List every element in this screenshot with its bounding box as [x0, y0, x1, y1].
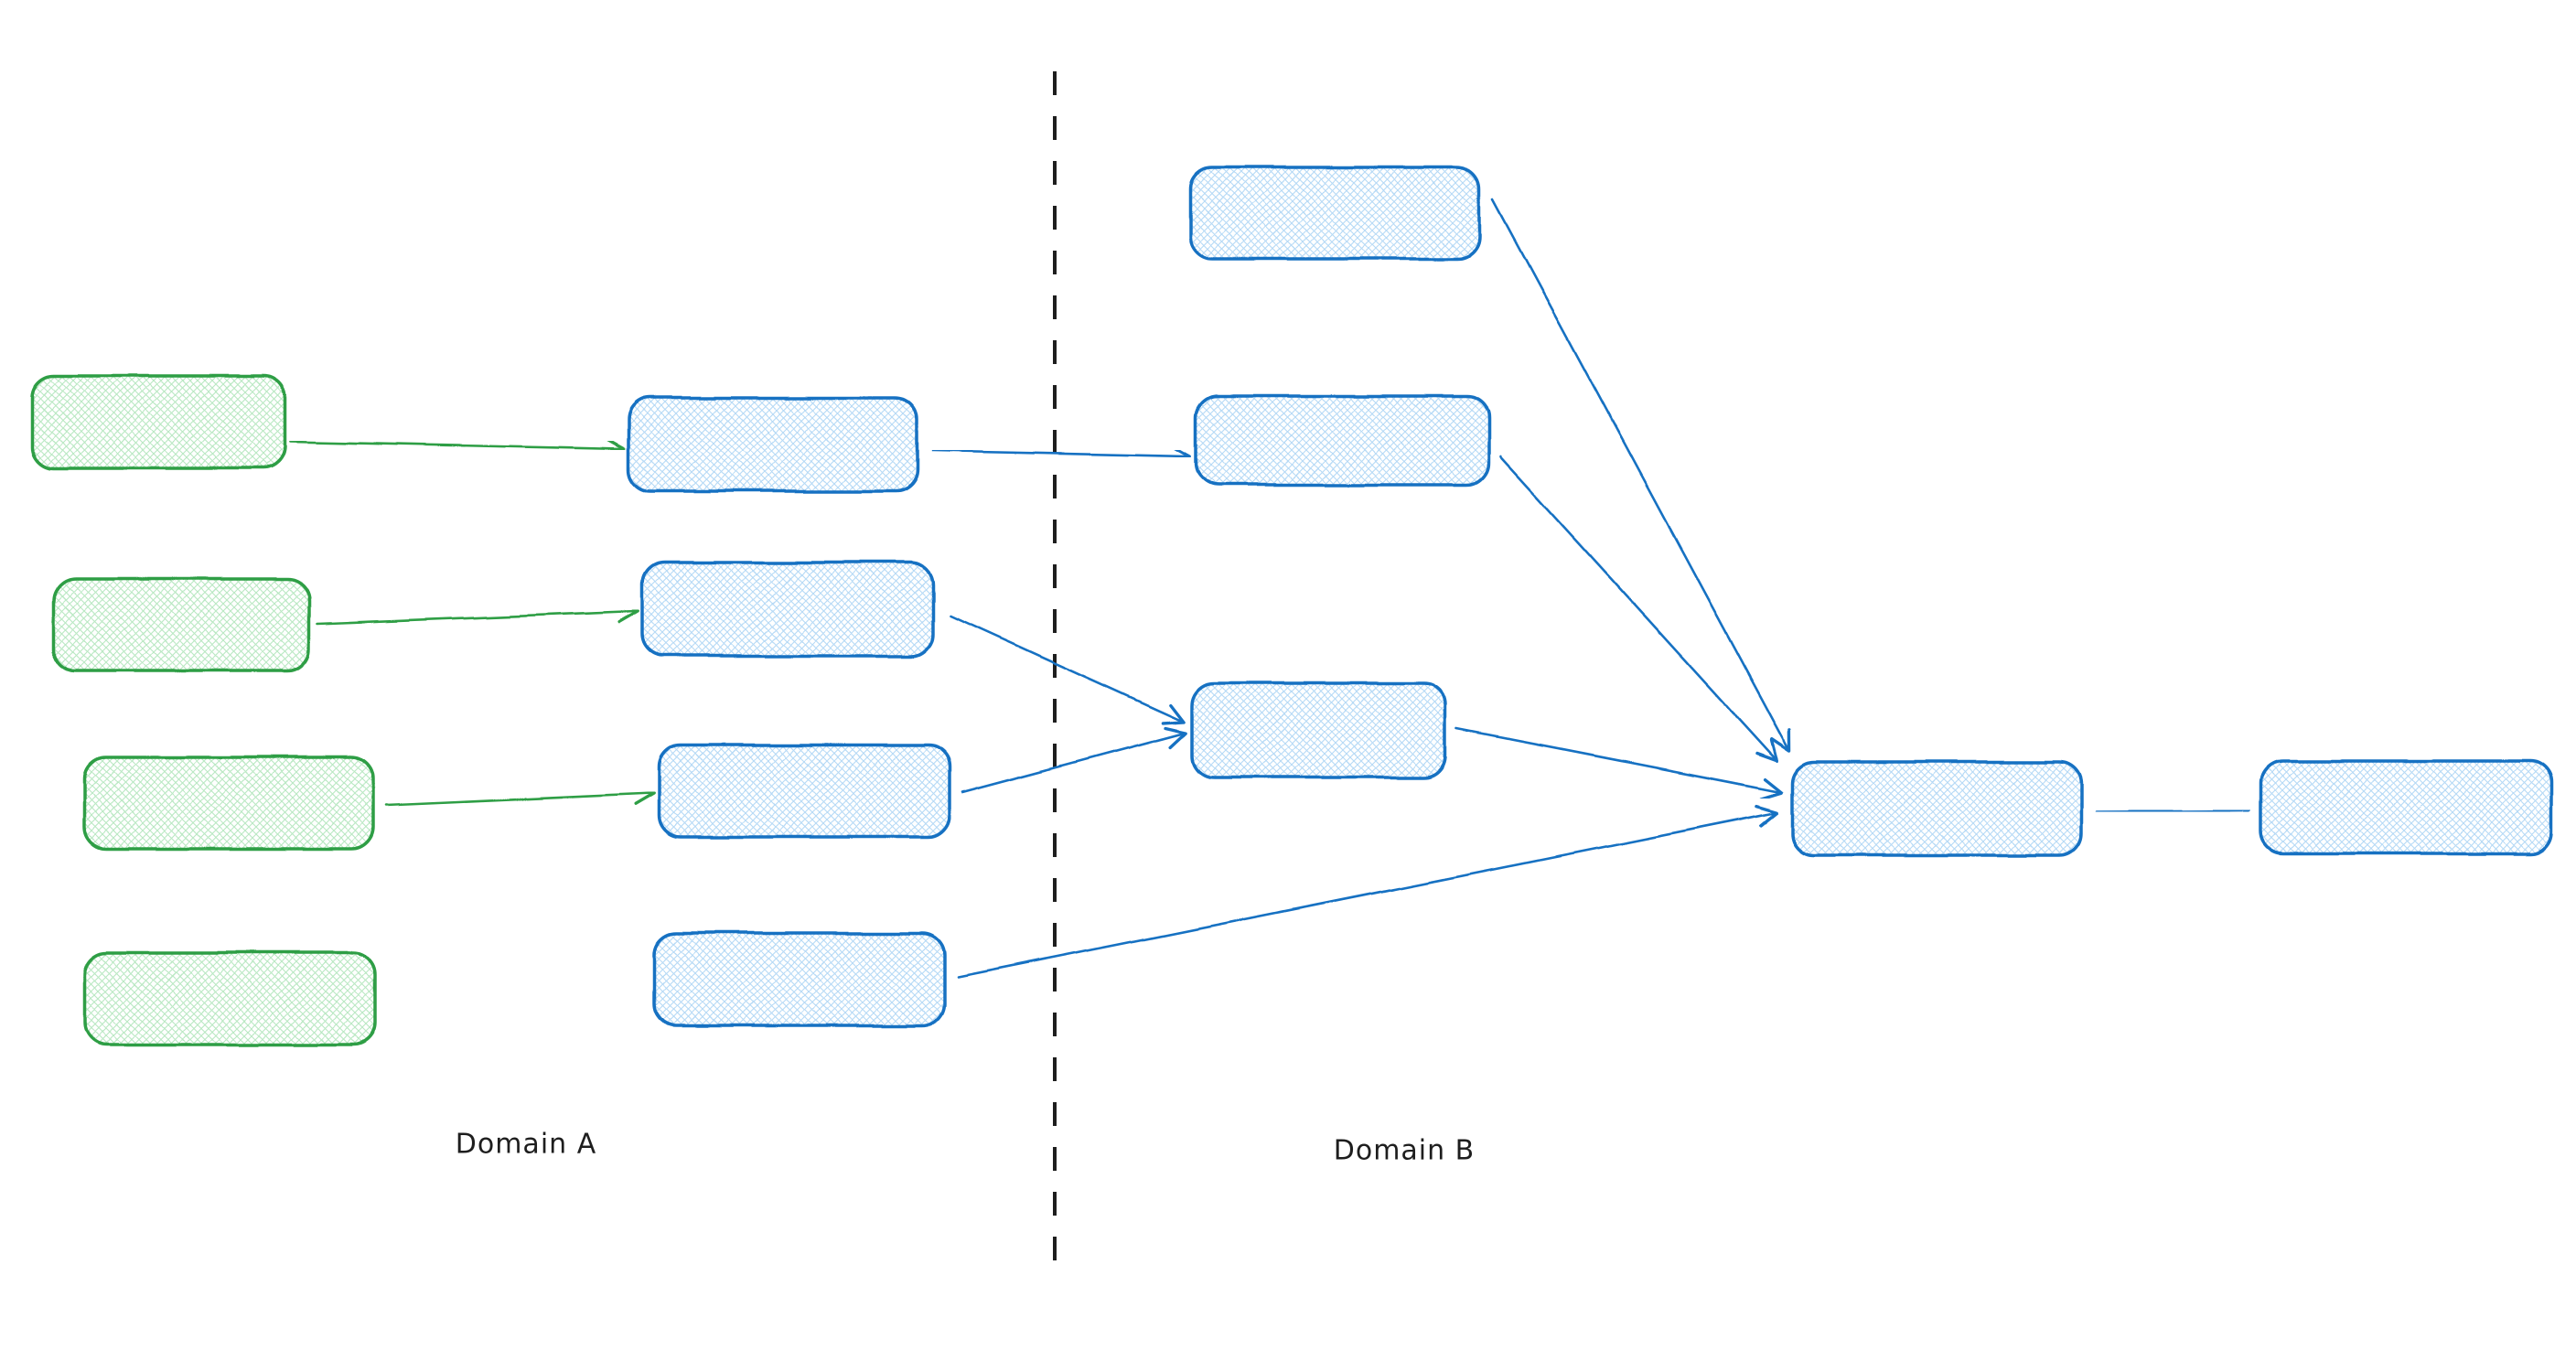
- node-domain-b-node-3: [1190, 681, 1447, 779]
- node-domain-b-merge: [1791, 760, 2083, 857]
- arrow-input1-to-process1: [289, 437, 626, 461]
- arrow-input3-to-process3: [384, 782, 655, 807]
- node-domain-a-process-1: [627, 396, 919, 493]
- node-domain-b-node-1: [1188, 166, 1481, 261]
- node-domain-a-process-2: [640, 561, 935, 658]
- arrow-process4-to-merge: [956, 804, 1779, 979]
- arrow-process2-to-bnode3: [949, 614, 1186, 724]
- arrow-input2-to-process2: [316, 600, 639, 626]
- node-domain-a-input-4: [83, 951, 377, 1046]
- node-domain-a-process-3: [657, 744, 951, 839]
- node-domain-a-input-1: [30, 374, 287, 470]
- node-domain-b-output: [2259, 759, 2554, 855]
- node-domain-a-input-2: [52, 577, 311, 672]
- arrow-bnode2-to-merge: [1498, 455, 1779, 763]
- arrow-process1-to-bnode2: [931, 445, 1192, 468]
- node-domain-a-input-3: [82, 756, 375, 851]
- arrow-process3-to-bnode3: [961, 725, 1187, 794]
- node-domain-b-node-2: [1195, 394, 1490, 487]
- domain-b-label: Domain B: [1333, 1134, 1476, 1167]
- node-domain-a-process-4: [652, 931, 946, 1028]
- domain-a-label: Domain A: [455, 1128, 597, 1161]
- arrow-bnode1-to-merge: [1491, 198, 1792, 753]
- arrow-bnode3-to-merge: [1455, 727, 1784, 800]
- arrow-merge-to-output: [2095, 799, 2251, 822]
